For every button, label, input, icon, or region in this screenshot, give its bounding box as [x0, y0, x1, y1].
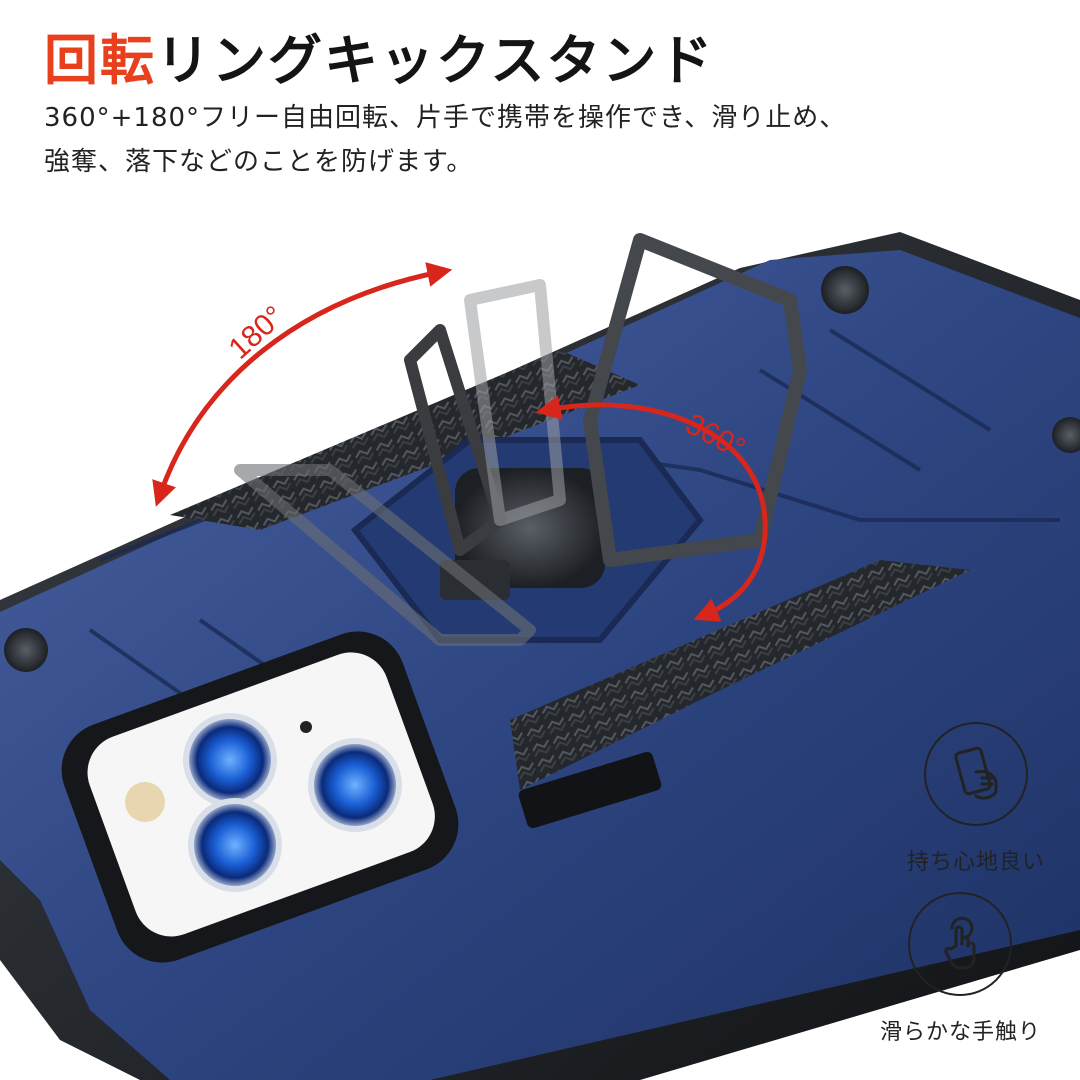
description-line-2: 強奪、落下などのことを防げます。 [44, 147, 474, 177]
title-accent: 回転 [44, 29, 156, 92]
description-line-1: 360°+180°フリー自由回転、片手で携帯を操作でき、滑り止め、 [44, 103, 847, 133]
screw-right [1052, 417, 1080, 453]
flash [125, 782, 165, 822]
screw-top [821, 266, 869, 314]
feature-smooth-touch: 滑らかな手触り [880, 892, 1040, 1046]
page-title: 回転リングキックスタンド [44, 28, 714, 94]
grip-strip-lower [510, 560, 970, 790]
feature-comfortable-grip: 持ち心地良い [896, 722, 1056, 876]
lens-2 [308, 738, 402, 832]
description: 360°+180°フリー自由回転、片手で携帯を操作でき、滑り止め、 強奪、落下な… [44, 96, 846, 184]
side-button-slot [518, 751, 662, 829]
rotation-arrow-360 [535, 395, 768, 622]
hand-holding-phone-icon [924, 722, 1028, 826]
rotation-arrow-180 [152, 262, 453, 507]
lens-3 [188, 798, 282, 892]
mic-dot [300, 721, 312, 733]
feature-label-grip: 持ち心地良い [906, 850, 1045, 875]
screw-left [4, 628, 48, 672]
camera-module [61, 631, 459, 963]
lens-1 [183, 713, 277, 807]
finger-touch-icon [908, 892, 1012, 996]
title-rest: リングキックスタンド [156, 29, 715, 92]
feature-label-touch: 滑らかな手触り [880, 1020, 1042, 1045]
